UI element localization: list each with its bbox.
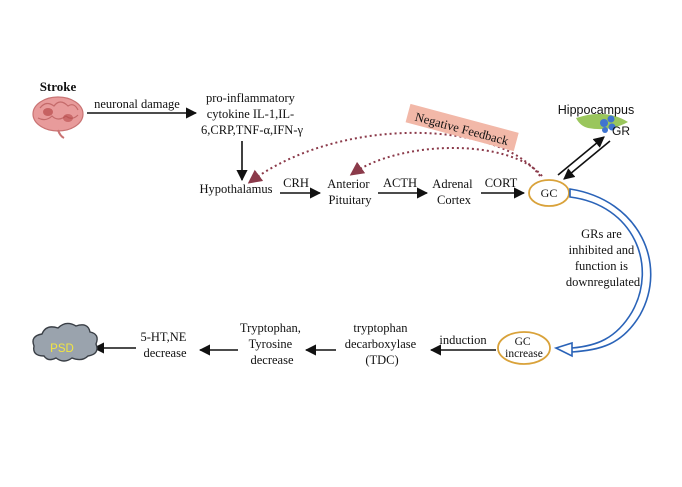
gc-increase-line: GC [515, 336, 531, 348]
stroke-label: Stroke [40, 79, 77, 94]
serotonin-line: 5-HT,NE [140, 330, 186, 344]
grs-note-line: downregulated [566, 275, 641, 289]
gc-node [528, 179, 570, 207]
adrenal-line: Cortex [437, 193, 472, 207]
pituitary-line: Pituitary [328, 193, 372, 207]
negative-feedback-arc-pituitary [349, 147, 543, 177]
inflammatory-line: 6,CRP,TNF-α,IFN-γ [201, 123, 303, 137]
cort-label: CORT [485, 176, 518, 190]
grs-note-line: function is [575, 259, 628, 273]
psd-cloud [32, 322, 98, 362]
gc-increase-label: GC increase [505, 336, 543, 360]
tryptophan-label: Tryptophan, Tyrosine decrease [240, 321, 304, 367]
negative-feedback-arc-hypothalamus [247, 131, 541, 184]
hypothalamus-label: Hypothalamus [200, 182, 273, 196]
induction-label: induction [439, 333, 487, 347]
brain-icon [32, 96, 84, 139]
neuronal-damage-label: neuronal damage [94, 97, 180, 111]
gr-to-gc-arrow [563, 140, 611, 180]
gc-label: GC [541, 186, 558, 200]
psd-label: PSD [50, 343, 74, 355]
hippocampus-label: Hippocampus [558, 103, 634, 117]
pituitary-label: Anterior Pituitary [327, 177, 372, 207]
gc-increase-node [497, 331, 551, 365]
inflammatory-line: cytokine IL-1,IL- [207, 107, 294, 121]
tryptophan-line: Tyrosine [249, 337, 293, 351]
grs-note: GRs are inhibited and function is downre… [566, 227, 641, 289]
negative-feedback-banner: Negative Feedback [405, 103, 519, 152]
tryptophan-line: Tryptophan, [240, 321, 301, 335]
gc-increase-line: increase [505, 348, 543, 360]
serotonin-label: 5-HT,NE decrease [140, 330, 189, 360]
tdc-line: (TDC) [365, 353, 398, 367]
adrenal-line: Adrenal [432, 177, 473, 191]
pituitary-line: Anterior [327, 177, 370, 191]
tdc-line: decarboxylase [345, 337, 417, 351]
inflammatory-line: pro-inflammatory [206, 91, 296, 105]
hippocampus-icon [576, 113, 628, 133]
gc-to-gr-arrow [557, 136, 605, 176]
gr-label: GR [612, 124, 630, 138]
inflammatory-label: pro-inflammatory cytokine IL-1,IL- 6,CRP… [201, 91, 303, 137]
tryptophan-line: decrease [250, 353, 293, 367]
crh-label: CRH [283, 176, 309, 190]
grs-note-line: inhibited and [569, 243, 635, 257]
grs-note-line: GRs are [581, 227, 622, 241]
tdc-line: tryptophan [353, 321, 408, 335]
adrenal-label: Adrenal Cortex [432, 177, 475, 207]
acth-label: ACTH [383, 176, 417, 190]
tdc-label: tryptophan decarboxylase (TDC) [345, 321, 420, 367]
serotonin-line: decrease [143, 346, 186, 360]
gr-downregulation-arrow [553, 188, 652, 358]
